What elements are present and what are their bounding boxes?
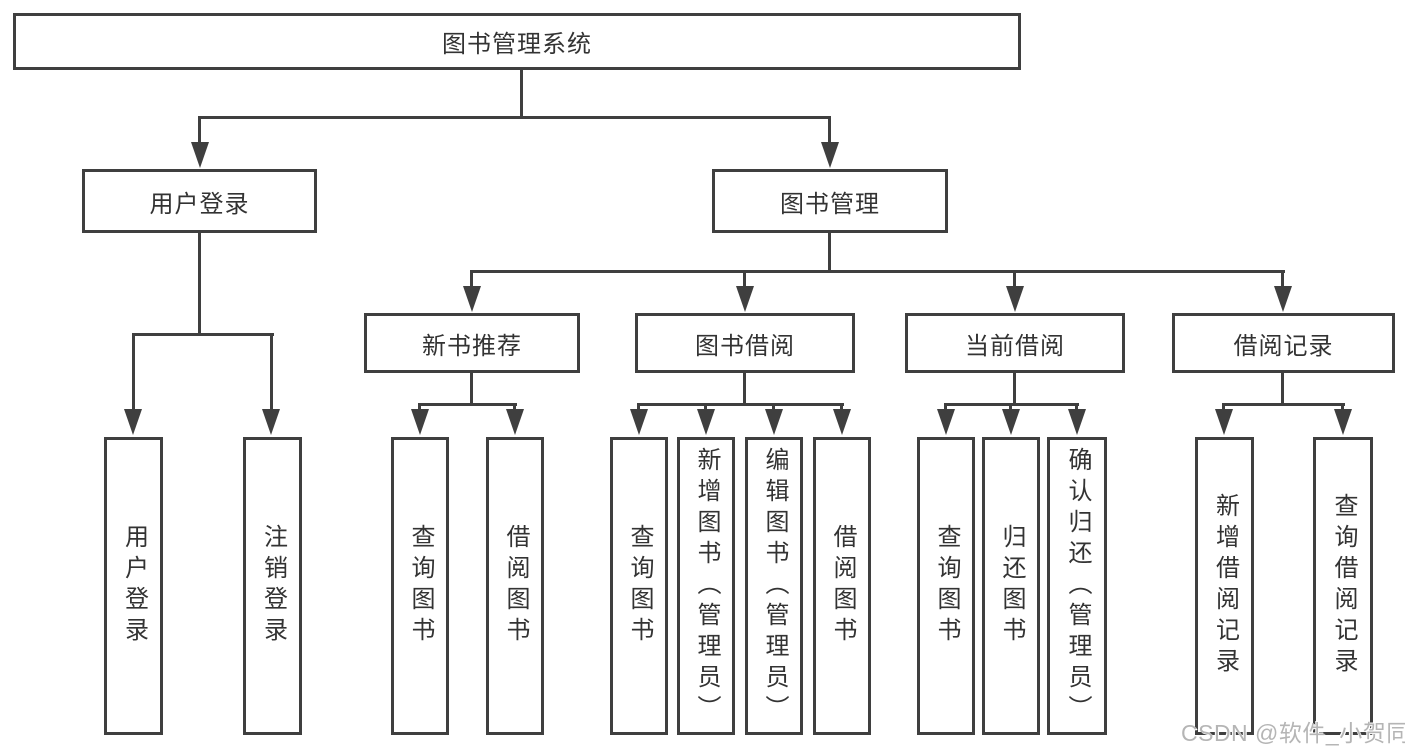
arrow-down-icon bbox=[262, 409, 280, 435]
leaf-label: 编辑图书（管理员） bbox=[761, 446, 788, 726]
arrow-down-icon bbox=[124, 409, 142, 435]
leaf-query-books-recommend: 查询图书 bbox=[391, 437, 449, 735]
connector-line bbox=[1281, 373, 1284, 406]
connector-line bbox=[840, 403, 843, 413]
leaf-label: 查询图书 bbox=[933, 524, 960, 648]
connector-line bbox=[198, 116, 831, 119]
arrow-down-icon bbox=[506, 409, 524, 435]
arrow-down-icon bbox=[1002, 409, 1020, 435]
connector-line bbox=[743, 373, 746, 406]
connector-line bbox=[637, 403, 640, 413]
connector-line bbox=[418, 403, 421, 413]
connector-line bbox=[1341, 403, 1344, 413]
leaf-label: 借阅图书 bbox=[829, 524, 856, 648]
leaf-add-borrow-record: 新增借阅记录 bbox=[1195, 437, 1254, 735]
leaf-label: 新增图书（管理员） bbox=[693, 446, 720, 726]
leaf-borrow-books-recommend: 借阅图书 bbox=[486, 437, 544, 735]
leaf-return-books: 归还图书 bbox=[982, 437, 1040, 735]
connector-line bbox=[944, 403, 947, 413]
arrow-down-icon bbox=[1334, 409, 1352, 435]
connector-line bbox=[1075, 403, 1078, 413]
leaf-confirm-return-admin: 确认归还（管理员） bbox=[1047, 437, 1107, 735]
connector-line bbox=[1281, 270, 1284, 288]
connector-line bbox=[704, 403, 707, 413]
connector-line bbox=[828, 233, 831, 273]
connector-line bbox=[470, 373, 473, 406]
node-library-system: 图书管理系统 bbox=[13, 13, 1021, 70]
arrow-down-icon bbox=[736, 286, 754, 312]
arrow-down-icon bbox=[1006, 286, 1024, 312]
node-book-management: 图书管理 bbox=[712, 169, 948, 233]
leaf-borrow-books: 借阅图书 bbox=[813, 437, 871, 735]
csdn-watermark: CSDN @软件_小贺同学 bbox=[1181, 720, 1405, 746]
arrow-down-icon bbox=[821, 142, 839, 168]
connector-line bbox=[418, 403, 517, 406]
arrow-down-icon bbox=[191, 142, 209, 168]
leaf-label: 注销登录 bbox=[259, 524, 287, 648]
connector-line bbox=[772, 403, 775, 413]
leaf-add-books-admin: 新增图书（管理员） bbox=[677, 437, 735, 735]
connector-line bbox=[132, 333, 274, 336]
leaf-edit-books-admin: 编辑图书（管理员） bbox=[745, 437, 803, 735]
arrow-down-icon bbox=[697, 409, 715, 435]
leaf-label: 查询图书 bbox=[407, 524, 434, 648]
connector-line bbox=[1013, 270, 1016, 288]
connector-line bbox=[1222, 403, 1225, 413]
leaf-label: 新增借阅记录 bbox=[1211, 493, 1239, 679]
arrow-down-icon bbox=[833, 409, 851, 435]
connector-line bbox=[1009, 403, 1012, 413]
connector-line bbox=[1222, 403, 1345, 406]
connector-line bbox=[513, 403, 516, 413]
leaf-user-login: 用户登录 bbox=[104, 437, 163, 735]
node-current-borrowing: 当前借阅 bbox=[905, 313, 1125, 373]
leaf-label: 查询图书 bbox=[626, 524, 653, 648]
arrow-down-icon bbox=[765, 409, 783, 435]
connector-line bbox=[132, 333, 135, 413]
leaf-label: 确认归还（管理员） bbox=[1064, 446, 1091, 726]
connector-line bbox=[470, 270, 1285, 273]
leaf-logout: 注销登录 bbox=[243, 437, 302, 735]
leaf-query-borrow-record: 查询借阅记录 bbox=[1313, 437, 1373, 735]
arrow-down-icon bbox=[411, 409, 429, 435]
connector-line bbox=[1013, 373, 1016, 406]
node-borrowing-records: 借阅记录 bbox=[1172, 313, 1395, 373]
connector-line bbox=[198, 116, 201, 146]
connector-line bbox=[743, 270, 746, 288]
connector-line bbox=[198, 233, 201, 336]
arrow-down-icon bbox=[1068, 409, 1086, 435]
arrow-down-icon bbox=[463, 286, 481, 312]
connector-line bbox=[520, 69, 523, 119]
connector-line bbox=[470, 270, 473, 288]
arrow-down-icon bbox=[1215, 409, 1233, 435]
arrow-down-icon bbox=[1274, 286, 1292, 312]
arrow-down-icon bbox=[630, 409, 648, 435]
connector-line bbox=[270, 333, 273, 413]
leaf-label: 查询借阅记录 bbox=[1330, 493, 1357, 679]
leaf-query-books-borrowing: 查询图书 bbox=[610, 437, 668, 735]
leaf-label: 借阅图书 bbox=[502, 524, 529, 648]
node-book-borrowing: 图书借阅 bbox=[635, 313, 855, 373]
connector-line bbox=[828, 116, 831, 146]
connector-line bbox=[637, 403, 844, 406]
node-new-book-recommend: 新书推荐 bbox=[364, 313, 580, 373]
leaf-query-books-current: 查询图书 bbox=[917, 437, 975, 735]
leaf-label: 归还图书 bbox=[998, 524, 1025, 648]
node-user-login: 用户登录 bbox=[82, 169, 317, 233]
leaf-label: 用户登录 bbox=[120, 524, 148, 648]
arrow-down-icon bbox=[937, 409, 955, 435]
